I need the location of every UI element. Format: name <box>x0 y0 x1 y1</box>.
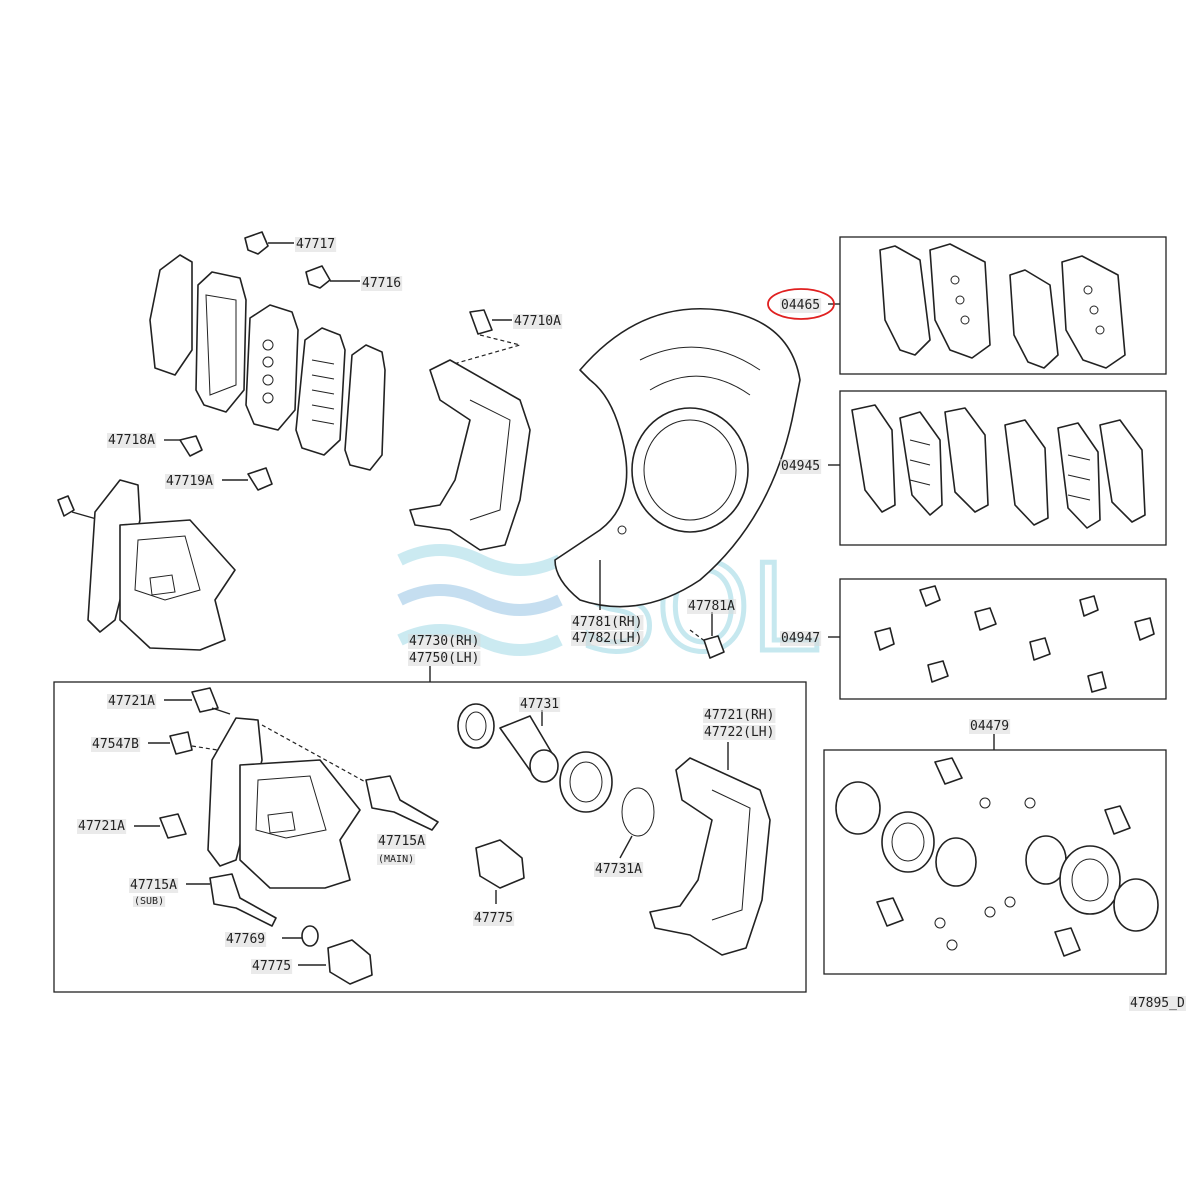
label-highlight <box>594 862 644 877</box>
clip-47717 <box>244 231 294 255</box>
label-highlight <box>225 932 267 947</box>
boot-47775-mid <box>475 839 525 904</box>
label-highlight <box>295 237 337 252</box>
label-47716: 47716 <box>362 276 401 291</box>
label-highlight <box>77 819 127 834</box>
label-highlight <box>473 911 515 926</box>
label-47719A: 47719A <box>166 474 213 489</box>
label-47782-lh: 47782(LH) <box>572 631 642 646</box>
label-04947: 04947 <box>781 631 820 646</box>
label-highlight <box>377 854 416 865</box>
boot-47775-bottom <box>298 939 373 985</box>
label-highlight <box>780 631 822 646</box>
label-highlight <box>129 878 179 893</box>
label-47775-bottom: 47775 <box>252 959 291 974</box>
label-47715A-sub: 47715A <box>130 878 177 893</box>
label-47721A-mid: 47721A <box>78 819 125 834</box>
highlight-circle <box>767 288 835 320</box>
label-highlight <box>780 298 822 313</box>
pin-47715A-main <box>365 775 439 831</box>
label-main-note: (MAIN) <box>378 854 414 865</box>
label-47730-rh: 47730(RH) <box>409 634 479 649</box>
label-highlight <box>571 615 644 630</box>
caliper-assembly-bottom <box>207 717 381 889</box>
label-47731: 47731 <box>520 697 559 712</box>
seal-ring-47731-outer <box>457 703 495 749</box>
caliper-bracket-bottom <box>649 742 771 956</box>
clip-47716 <box>305 265 360 289</box>
label-highlight <box>361 276 403 291</box>
dust-shield <box>554 308 801 610</box>
label-47717: 47717 <box>296 237 335 252</box>
label-highlight <box>91 737 141 752</box>
label-47721-rh: 47721(RH) <box>704 708 774 723</box>
clip-47719A <box>222 467 273 491</box>
label-47731A: 47731A <box>595 862 642 877</box>
bolt-47547B <box>148 731 231 755</box>
label-highlight <box>107 433 157 448</box>
pad-kit-box <box>839 236 1167 375</box>
label-04945: 04945 <box>781 459 820 474</box>
label-highlight <box>571 631 644 646</box>
label-47781A: 47781A <box>688 599 735 614</box>
caliper-assembly-top <box>57 479 236 651</box>
label-highlight <box>969 719 1011 734</box>
seal-47731-inner <box>559 751 613 813</box>
label-highlight <box>513 314 563 329</box>
label-highlight <box>133 896 166 907</box>
bushing-47769 <box>282 925 319 947</box>
pad-set-exploded <box>149 254 386 471</box>
label-47547B: 47547B <box>92 737 139 752</box>
label-highlight <box>687 599 737 614</box>
bolt-47710A <box>449 309 523 366</box>
label-highlight <box>780 459 822 474</box>
ring-47731A <box>619 787 655 859</box>
label-highlight <box>1129 996 1186 1011</box>
caliper-assembly-box <box>53 681 807 993</box>
shim-kit-parts <box>851 404 1146 529</box>
label-highlight <box>408 634 481 649</box>
label-47781-rh: 47781(RH) <box>572 615 642 630</box>
label-47718A: 47718A <box>108 433 155 448</box>
label-highlight <box>251 959 293 974</box>
label-highlight <box>377 834 427 849</box>
seal-kit-box <box>823 749 1167 975</box>
clip-kit-parts <box>874 585 1155 693</box>
label-highlight <box>107 694 157 709</box>
label-47775-mid: 47775 <box>474 911 513 926</box>
label-highlight <box>165 474 215 489</box>
drawing-number: 47895_D <box>1130 996 1185 1011</box>
label-sub-note: (SUB) <box>134 896 164 907</box>
label-highlight <box>703 725 776 740</box>
label-highlight <box>703 708 776 723</box>
shim-kit-box <box>839 390 1167 546</box>
label-04465: 04465 <box>781 298 820 313</box>
bolt-47781A <box>689 612 725 659</box>
clip-47718A <box>164 435 203 457</box>
piston-47731 <box>499 710 559 783</box>
label-47715A-main: 47715A <box>378 834 425 849</box>
pin-47715A-sub <box>186 873 277 927</box>
label-47750-lh: 47750(LH) <box>409 651 479 666</box>
seal-kit-parts <box>835 757 1159 957</box>
label-highlight <box>408 651 481 666</box>
label-47769: 47769 <box>226 932 265 947</box>
bolt-47721A-mid <box>134 813 187 839</box>
pad-kit-parts <box>879 243 1126 369</box>
label-47721A-top: 47721A <box>108 694 155 709</box>
label-04479: 04479 <box>970 719 1009 734</box>
bolt-47721A-top <box>164 687 231 715</box>
caliper-bracket-top <box>409 359 531 551</box>
clip-kit-box <box>839 578 1167 700</box>
label-47722-lh: 47722(LH) <box>704 725 774 740</box>
label-47710A: 47710A <box>514 314 561 329</box>
label-highlight <box>519 697 561 712</box>
